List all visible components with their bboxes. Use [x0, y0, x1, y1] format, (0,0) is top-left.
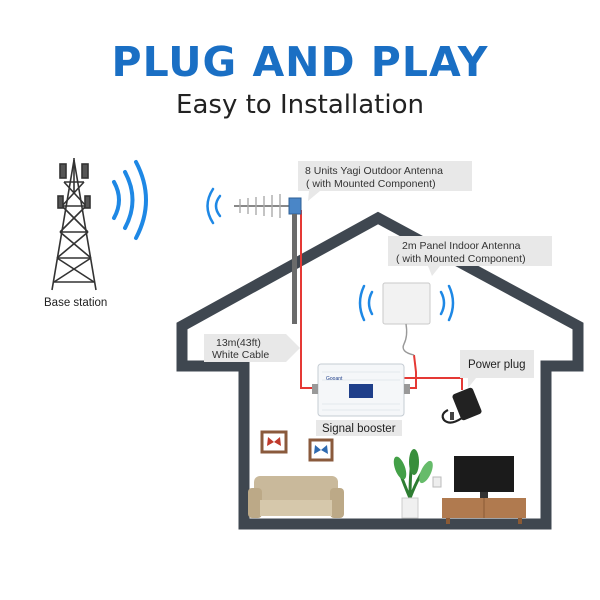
cable-label-2: White Cable [212, 349, 269, 361]
plant-icon [393, 449, 433, 519]
power-plug-label: Power plug [468, 359, 526, 371]
tower-signal-waves [112, 160, 148, 240]
cable-label-1: 13m(43ft) [216, 337, 261, 349]
indoor-antenna-label-1: 2m Panel Indoor Antenna [402, 240, 521, 252]
base-station-label: Base station [44, 297, 107, 309]
svg-text:Gooant: Gooant [326, 376, 343, 382]
butterfly-frame-icon [260, 430, 334, 462]
outdoor-antenna-callout [298, 161, 472, 201]
power-adapter-icon [441, 387, 482, 424]
outdoor-antenna-label-2: ( with Mounted Component) [306, 178, 436, 190]
sofa-icon [248, 476, 344, 518]
indoor-antenna-callout [388, 236, 552, 276]
house-outline [176, 211, 584, 530]
tv-icon [442, 456, 526, 524]
power-plug-callout [460, 350, 534, 388]
outdoor-antenna-signal-waves [206, 187, 222, 225]
signal-booster-label: Signal booster [322, 423, 396, 435]
signal-booster-callout [316, 420, 402, 436]
tower-icon [51, 158, 97, 291]
booster-icon: Gooant [312, 363, 410, 417]
wall-outlet-icon [432, 476, 442, 488]
outdoor-antenna-label-1: 8 Units Yagi Outdoor Antenna [305, 165, 443, 177]
cable-callout [204, 334, 300, 362]
yagi-antenna-icon [234, 194, 302, 324]
panel-antenna-icon [382, 282, 431, 356]
page-subtitle: Easy to Installation [176, 90, 424, 120]
indoor-antenna-label-2: ( with Mounted Component) [396, 253, 526, 265]
page-title: PLUG AND PLAY [111, 38, 489, 86]
indoor-antenna-signal-waves [358, 284, 455, 322]
